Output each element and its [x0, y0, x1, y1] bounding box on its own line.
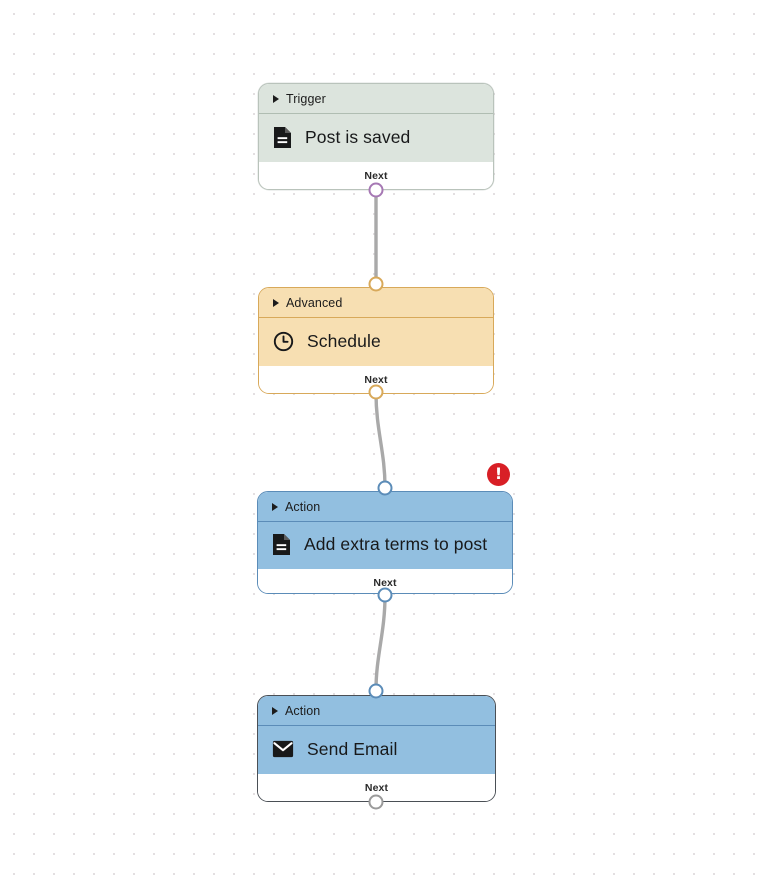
workflow-node-advanced[interactable]: Advanced Schedule Next [258, 287, 494, 394]
chevron-right-icon[interactable] [273, 94, 279, 103]
next-label: Next [364, 374, 388, 386]
node-title: Add extra terms to post [304, 534, 488, 554]
node-type-label: Action [285, 703, 321, 718]
port-action-add-terms-output[interactable] [377, 587, 393, 603]
node-body-trigger[interactable]: Post is saved [259, 114, 493, 162]
exclamation-glyph: ! [494, 464, 503, 483]
error-badge-icon[interactable]: ! [487, 463, 510, 486]
node-title: Schedule [307, 330, 381, 351]
node-divider [258, 725, 495, 726]
workflow-node-action-send-email[interactable]: Action Send Email Next [257, 695, 496, 802]
next-label: Next [364, 170, 388, 182]
node-type-label: Trigger [286, 91, 326, 106]
node-header-advanced[interactable]: Advanced [259, 288, 493, 317]
node-divider [258, 521, 512, 522]
node-divider [259, 317, 493, 318]
node-header-action[interactable]: Action [258, 492, 512, 521]
clock-icon [273, 331, 294, 352]
port-action-send-email-output[interactable] [368, 794, 384, 810]
next-label: Next [364, 782, 389, 794]
document-icon [272, 533, 291, 556]
node-divider [259, 113, 493, 114]
chevron-right-icon[interactable] [273, 298, 279, 307]
edge-advanced-to-action[interactable] [374, 391, 387, 489]
next-label: Next [373, 577, 397, 589]
node-body-action[interactable]: Send Email [258, 726, 495, 774]
port-trigger-output[interactable] [368, 182, 384, 198]
port-advanced-output[interactable] [368, 384, 384, 400]
node-title: Post is saved [305, 126, 411, 147]
node-header-action[interactable]: Action [258, 696, 495, 725]
node-type-label: Advanced [286, 295, 343, 310]
chevron-right-icon[interactable] [272, 706, 278, 715]
node-body-advanced[interactable]: Schedule [259, 318, 493, 366]
chevron-right-icon[interactable] [272, 502, 278, 511]
document-icon [273, 126, 292, 149]
edge-action-to-action[interactable] [374, 594, 387, 692]
port-advanced-input[interactable] [368, 276, 384, 292]
workflow-node-trigger[interactable]: Trigger Post is saved Next [258, 83, 494, 190]
node-type-label: Action [285, 499, 321, 514]
workflow-node-action-add-terms[interactable]: Action Add extra terms to post Next [257, 491, 513, 594]
port-action-send-email-input[interactable] [368, 683, 384, 699]
node-title: Send Email [307, 738, 398, 759]
node-body-action[interactable]: Add extra terms to post [258, 522, 512, 569]
envelope-icon [272, 740, 294, 758]
node-header-trigger[interactable]: Trigger [259, 84, 493, 113]
port-action-add-terms-input[interactable] [377, 480, 393, 496]
